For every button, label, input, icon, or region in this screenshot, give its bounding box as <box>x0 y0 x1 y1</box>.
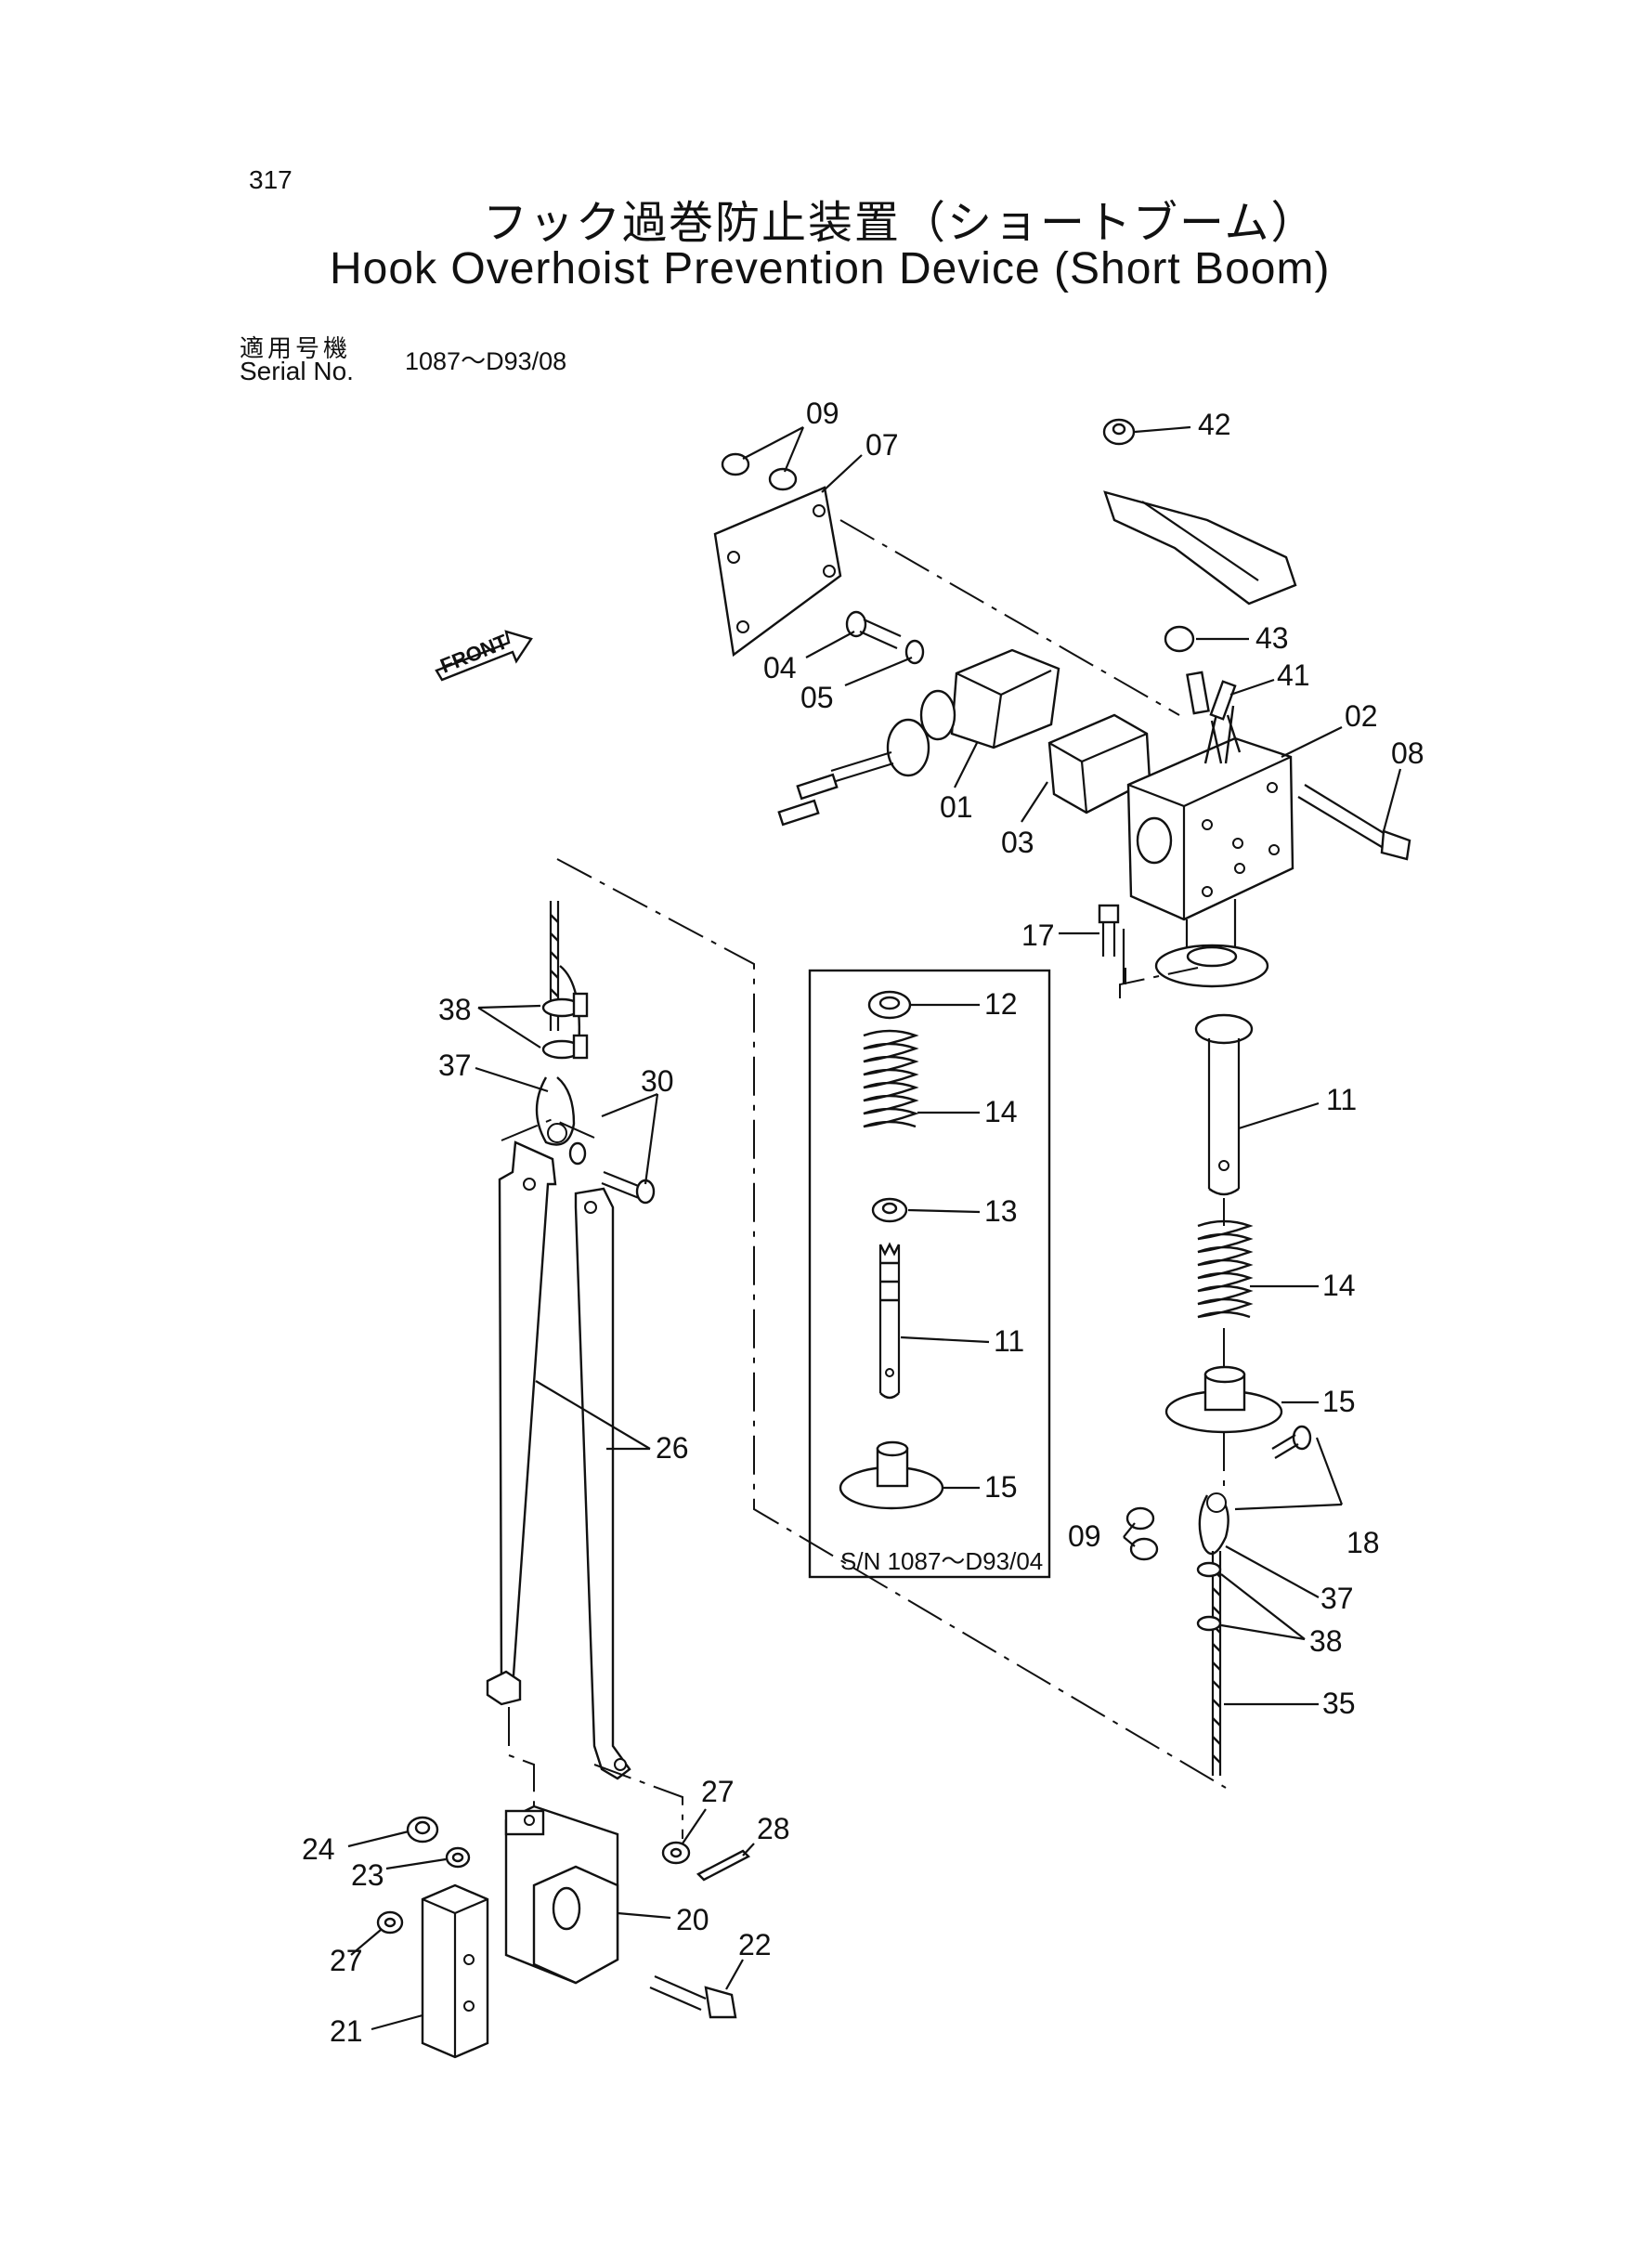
bracket-02 <box>1126 736 1294 921</box>
shackle-37-right <box>1198 1492 1229 1556</box>
wire-rope-left <box>549 901 580 1050</box>
leader-lines <box>347 425 1402 2031</box>
part-label: 04 <box>763 651 797 684</box>
wire-clip-38-right <box>1196 1561 1222 1632</box>
inset-serial-note: S/N 1087～D93/04 <box>840 1547 1043 1575</box>
part-label: 38 <box>438 993 472 1026</box>
connection-line-left-frame <box>556 858 1227 1789</box>
nut-42 <box>1102 418 1136 446</box>
part-label: 01 <box>940 790 973 824</box>
part-labels: 09 07 42 43 41 04 05 02 08 01 03 17 38 3… <box>302 397 1424 2048</box>
part-label: 11 <box>994 1324 1024 1358</box>
part-label: 11 <box>1326 1083 1357 1116</box>
link-plate-26-left <box>486 1140 557 1706</box>
washer-27-upper <box>661 1841 691 1865</box>
part-label: 26 <box>656 1431 689 1465</box>
part-label: 05 <box>800 681 834 714</box>
wire-clip-38-left <box>541 992 589 1060</box>
part-label: 08 <box>1391 736 1424 770</box>
nut-13 <box>871 1197 908 1223</box>
part-label: 27 <box>330 1944 363 1977</box>
connection-line-right-frame <box>1119 967 1199 998</box>
link-plate-26-right <box>574 1187 631 1780</box>
spring-14-right <box>1197 1219 1254 1319</box>
serial-number-range: 1087～D93/08 <box>405 347 567 375</box>
limit-switch-01 <box>777 648 1060 827</box>
bolt-04 <box>845 610 902 650</box>
part-label: 42 <box>1198 408 1231 441</box>
part-label: 37 <box>438 1049 472 1082</box>
part-label: 13 <box>984 1194 1018 1228</box>
part-label: 27 <box>701 1775 735 1808</box>
clevis-block-20 <box>504 1804 619 1985</box>
shackle-37-left <box>535 1076 576 1146</box>
rod-11-inset <box>878 1242 901 1400</box>
spring-seat-12 <box>867 990 912 1020</box>
page-number: 317 <box>249 165 293 194</box>
post-tube <box>1154 899 1269 988</box>
fitting-41 <box>1186 671 1242 764</box>
washer-27-lower <box>376 1910 404 1935</box>
connection-line-pin <box>501 1117 595 1141</box>
part-label: 12 <box>984 987 1018 1021</box>
cover-plate-42 <box>1103 490 1297 606</box>
part-label: 09 <box>806 397 839 430</box>
bolt-17 <box>1098 904 1120 957</box>
part-label: 21 <box>330 2014 363 2048</box>
connection-line-upper <box>839 519 1180 716</box>
pin-30 <box>568 1141 656 1205</box>
page-title-english: Hook Overhoist Prevention Device (Short … <box>330 244 1331 293</box>
part-label: 43 <box>1255 621 1289 655</box>
part-label: 28 <box>757 1812 790 1845</box>
part-label: 17 <box>1021 919 1055 952</box>
rod-11-right <box>1194 1013 1254 1196</box>
spring-base-15-inset <box>839 1440 944 1510</box>
part-label: 15 <box>984 1470 1018 1504</box>
part-label: 37 <box>1320 1582 1354 1615</box>
bolt-18 <box>1271 1425 1312 1459</box>
part-label: 09 <box>1068 1519 1101 1553</box>
part-label: 35 <box>1322 1687 1356 1720</box>
bolt-22 <box>649 1974 737 2019</box>
nut-09-lower <box>1125 1506 1159 1561</box>
part-label: 20 <box>676 1903 709 1936</box>
spring-14-inset <box>863 1029 919 1128</box>
connection-line-clevis <box>508 1707 683 1839</box>
nut-09-upper <box>721 452 798 491</box>
washer-23 <box>445 1846 471 1869</box>
page-title-japanese: フック過巻防止装置（ショートブーム） <box>483 197 1318 249</box>
part-label: 07 <box>865 428 899 462</box>
mounting-plate-07 <box>713 486 842 658</box>
front-marker-label: FRONT <box>437 630 512 678</box>
serial-label-japanese: 適用号機 <box>240 335 352 363</box>
wire-rope-35 <box>1211 1551 1222 1776</box>
inset-variant-box: S/N 1087～D93/04 <box>808 969 1051 1579</box>
front-arrow-icon: FRONT <box>435 630 533 682</box>
part-label: 41 <box>1277 658 1310 692</box>
serial-label-english: Serial No. <box>240 357 354 385</box>
part-label: 22 <box>738 1928 772 1961</box>
part-label: 14 <box>1322 1269 1356 1302</box>
block-21 <box>421 1883 489 2059</box>
part-label: 18 <box>1346 1526 1380 1559</box>
spring-base-15-right <box>1164 1365 1283 1434</box>
part-label: 24 <box>302 1832 335 1866</box>
bolt-08 <box>1297 784 1411 861</box>
collar-24 <box>406 1816 439 1844</box>
part-label: 23 <box>351 1858 384 1892</box>
part-label: 14 <box>984 1095 1018 1128</box>
part-label: 38 <box>1309 1624 1343 1658</box>
part-label: 15 <box>1322 1385 1356 1418</box>
part-label: 30 <box>641 1064 674 1098</box>
part-label: 02 <box>1345 699 1378 733</box>
part-label: 03 <box>1001 826 1034 859</box>
nut-43 <box>1164 625 1195 653</box>
cotter-pin-28 <box>696 1849 751 1882</box>
